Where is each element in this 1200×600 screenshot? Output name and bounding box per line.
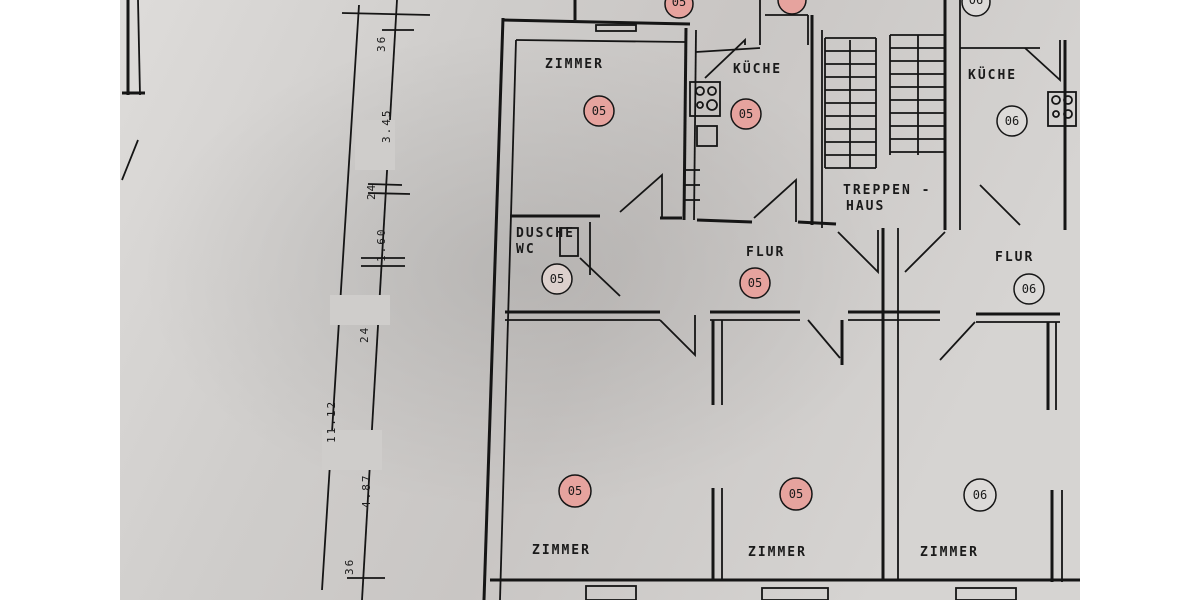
unit-number: 05 [592,104,606,118]
unit-number: 06 [1022,282,1036,296]
room-label-haus: HAUS [846,199,885,214]
dimension-chain [321,0,431,600]
room-label-zimmer-bottom-left: ZIMMER [532,543,591,558]
dimension-bottom-wall: 36 [343,558,356,575]
room-label-flur: FLUR [746,245,785,260]
dimension-total: 11.12 [325,400,338,443]
unit-number: 06 [1005,114,1019,128]
dimension-corridor: 1.60 [375,228,388,263]
unit-number: 06 [973,488,987,502]
room-label-flur-06: FLUR [995,250,1034,265]
room-label-treppen: TREPPEN - [843,183,931,198]
svg-text:06: 06 [969,0,983,7]
room-label-kueche: KÜCHE [733,61,782,77]
room-label-wc: WC [516,242,536,257]
room-label-zimmer: ZIMMER [545,57,604,72]
unit-number: 05 [568,484,582,498]
room-label-zimmer-bottom-mid: ZIMMER [748,545,807,560]
dimension-top-wall: 36 [375,35,388,52]
staircase [824,34,946,169]
dimension-wall-2: 24 [358,326,371,343]
unit-number: 05 [789,487,803,501]
windows-bottom [585,585,1017,600]
dimension-room-lower: 4.87 [360,474,373,509]
stove-icon [684,81,721,201]
paper-edge-object [121,0,145,181]
unit-number: 05 [739,107,753,121]
svg-text:05: 05 [672,0,686,9]
dimension-wall-1: 24 [365,183,378,200]
unit-number: 05 [550,272,564,286]
unit-number: 05 [748,276,762,290]
room-label-zimmer-bottom-right: ZIMMER [920,545,979,560]
room-label-dusche: DUSCHE [516,226,575,241]
stove-icon-06 [1047,91,1077,127]
room-label-kueche-06: KÜCHE [968,67,1017,83]
unit-marker: 05 06 [664,0,991,19]
walls [482,0,1080,600]
door-swings [619,37,1061,361]
dimension-room-upper: 3.45 [380,109,393,144]
